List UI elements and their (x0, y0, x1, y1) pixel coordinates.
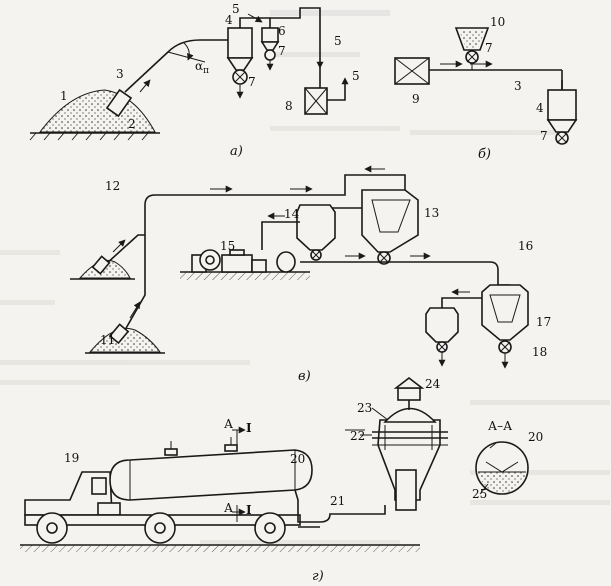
air-line-a (239, 17, 271, 28)
caption-b: б) (478, 147, 491, 162)
label-15: 15 (220, 239, 235, 253)
label-7a-1: 7 (248, 75, 256, 89)
scheme-g (20, 376, 529, 552)
label-20-section: 20 (528, 430, 543, 444)
label-23: 23 (357, 401, 372, 415)
exhaust-line-a (327, 80, 346, 101)
separator-17 (481, 284, 529, 341)
label-4b: 4 (536, 101, 544, 115)
receiver-b (547, 89, 577, 121)
silo-outlet (395, 469, 417, 511)
flow-arrow (139, 79, 151, 93)
label-6: 6 (278, 24, 286, 38)
section-a-top-letter: А (224, 417, 233, 431)
label-5a-right: 5 (352, 69, 360, 83)
label-10: 10 (490, 15, 505, 29)
cab-window (91, 477, 107, 495)
label-9: 9 (412, 92, 420, 106)
small-separator-v (425, 307, 459, 343)
label-22: 22 (350, 429, 365, 443)
pile-lower-v (88, 327, 161, 353)
label-13: 13 (424, 206, 439, 220)
ground-hatch-a (29, 132, 149, 141)
section-aa-material (478, 472, 526, 494)
silo-roof (383, 407, 437, 423)
label-7b-1: 7 (485, 41, 493, 55)
scheme-v (70, 165, 529, 369)
label-20-tank: 20 (290, 452, 305, 466)
label-8: 8 (285, 99, 293, 113)
tank-hatch-1 (164, 448, 178, 456)
captions: а) б) в) г) (230, 144, 491, 584)
label-3b: 3 (514, 79, 522, 93)
label-5a-mid: 5 (334, 34, 342, 48)
section-a-bottom-roman: I (246, 503, 252, 517)
filter-a (261, 27, 279, 43)
section-aa-title: А–А (488, 419, 512, 433)
label-21: 21 (330, 494, 345, 508)
label-19: 19 (64, 451, 79, 465)
discharge-pipe-21 (294, 489, 386, 523)
background-text-bleed (0, 10, 610, 545)
label-12: 12 (105, 179, 120, 193)
link-14-pump (261, 221, 300, 250)
caption-v: в) (298, 369, 311, 384)
number-labels: 1 2 3 4 5 6 7 7 5 8 5 αп 10 7 9 3 4 7 12… (60, 2, 551, 517)
scheme-a (29, 7, 349, 141)
label-14: 14 (284, 207, 300, 221)
separator-a (227, 27, 253, 59)
branch-pipe-v (104, 234, 145, 266)
section-a-bottom-letter: А (224, 501, 233, 515)
angle-baseline (167, 51, 206, 63)
tank-20 (109, 449, 313, 501)
material-pile (38, 89, 156, 133)
suction-nozzle (105, 88, 133, 118)
section-a-top-roman: I (246, 421, 252, 435)
angle-arc (182, 41, 194, 61)
label-4a: 4 (225, 13, 233, 27)
separator-14 (296, 204, 336, 251)
tank-hatch-2 (224, 444, 238, 452)
caption-g: г) (312, 569, 324, 584)
label-11: 11 (100, 333, 115, 347)
scheme-b (394, 27, 578, 145)
label-5a-top: 5 (232, 2, 240, 16)
link-17-small (441, 297, 482, 308)
separator-13 (361, 189, 419, 253)
main-pipe-v (124, 174, 406, 331)
silo-23 (377, 419, 441, 501)
label-17: 17 (536, 315, 551, 329)
label-3a: 3 (116, 67, 124, 81)
pipe-16 (300, 261, 510, 286)
pump-unit-15 (180, 249, 310, 280)
label-24: 24 (425, 377, 441, 391)
vacuum-line-a (270, 7, 321, 88)
nozzle-11 (108, 323, 130, 345)
label-7a-2: 7 (278, 44, 286, 58)
label-18: 18 (532, 345, 547, 359)
caption-a: а) (230, 144, 243, 159)
label-1: 1 (60, 89, 68, 103)
label-16: 16 (518, 239, 533, 253)
label-2: 2 (128, 117, 136, 131)
transport-pipe-a (124, 39, 228, 93)
label-25: 25 (472, 487, 487, 501)
label-alpha: αп (195, 59, 209, 76)
separator-cone-a (226, 57, 254, 71)
label-7b-2: 7 (540, 129, 548, 143)
filter-valve-a (264, 49, 276, 61)
filter-24 (397, 387, 421, 401)
